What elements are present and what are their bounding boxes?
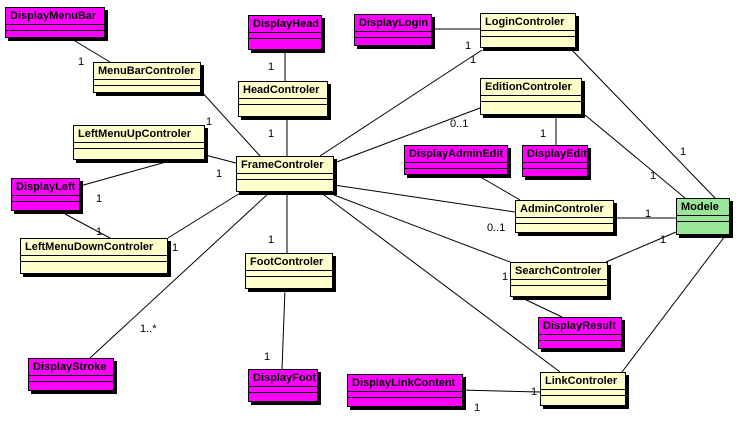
multiplicity-leftup-frame: 1 — [216, 168, 223, 180]
multiplicity-leftdown-display: 1 — [96, 193, 103, 205]
class-name: LeftMenuUpControler — [78, 128, 192, 140]
link-displaylinkcontent-linkcontroler — [459, 389, 541, 393]
link-editioncontroler-framecontroler — [333, 107, 481, 164]
link-logincontroler-modele — [569, 47, 716, 199]
class-name: FrameControler — [241, 159, 324, 171]
class-name: DisplayAdminEdit — [409, 148, 504, 160]
class-name: SearchControler — [515, 265, 602, 277]
link-menubarcontroler-framecontroler — [199, 89, 261, 157]
class-display-login[interactable]: DisplayLogin — [354, 14, 432, 46]
class-display-foot[interactable]: DisplayFoot — [248, 369, 318, 402]
class-frame-controler[interactable]: FrameControler — [236, 156, 334, 192]
class-display-edit[interactable]: DisplayEdit — [522, 145, 588, 177]
class-display-link-content[interactable]: DisplayLinkContent — [347, 374, 463, 407]
class-name: LeftMenuDownControler — [25, 241, 154, 253]
link-editioncontroler-modele — [584, 114, 686, 199]
class-name: DisplayHead — [253, 18, 320, 30]
class-left-menu-down-controler[interactable]: LeftMenuDownControler — [20, 238, 168, 274]
class-name: DisplayStroke — [33, 361, 107, 373]
multiplicity-admin-frame: 0..1 — [487, 222, 506, 234]
class-display-result[interactable]: DisplayResult — [538, 317, 622, 349]
link-displayleft-leftmenudowncontroler — [64, 213, 111, 239]
multiplicity-foot-display: 1 — [264, 351, 271, 363]
class-display-head[interactable]: DisplayHead — [248, 15, 322, 50]
multiplicity-link-self: 1 — [531, 386, 538, 398]
multiplicity-head-display: 1 — [268, 61, 275, 73]
class-left-menu-up-controler[interactable]: LeftMenuUpControler — [73, 125, 205, 160]
multiplicity-search-modele: 1 — [660, 234, 667, 246]
class-name: DisplayFoot — [253, 372, 316, 384]
link-framecontroler-linkcontroler — [319, 191, 561, 373]
class-name: MenuBarControler — [98, 65, 195, 77]
class-name: DisplayResult — [543, 320, 616, 332]
class-name: DisplayEdit — [527, 148, 587, 160]
link-framecontroler-displaystroke — [89, 191, 271, 359]
class-name: EditionControler — [485, 81, 572, 93]
link-leftmenuupcontroler-framecontroler — [204, 154, 237, 164]
class-search-controler[interactable]: SearchControler — [510, 262, 608, 297]
class-name: HeadControler — [243, 84, 320, 96]
multiplicity-head-frame: 1 — [268, 128, 275, 140]
multiplicity-link-content: 1 — [474, 402, 481, 414]
class-name: AdminControler — [520, 203, 604, 215]
link-searchcontroler-displayresult — [519, 296, 563, 318]
link-framecontroler-admincontroler — [333, 184, 516, 213]
class-display-admin-edit[interactable]: DisplayAdminEdit — [404, 145, 508, 175]
multiplicity-foot-frame: 1 — [268, 234, 275, 246]
class-display-menu-bar[interactable]: DisplayMenuBar — [5, 7, 105, 38]
multiplicity-login-frame: 1 — [470, 54, 477, 66]
class-login-controler[interactable]: LoginControler — [480, 13, 576, 48]
class-name: Modele — [681, 201, 719, 213]
multiplicity-edition-display: 1 — [540, 128, 547, 140]
multiplicity-leftdown-displayleft: 1 — [96, 226, 103, 238]
class-link-controler[interactable]: LinkControler — [540, 372, 626, 406]
multiplicity-menubar-frame: 1 — [206, 116, 213, 128]
class-edition-controler[interactable]: EditionControler — [480, 78, 582, 115]
link-framecontroler-searchcontroler — [333, 194, 511, 263]
multiplicity-edition-frame: 0..1 — [450, 118, 469, 130]
link-logincontroler-framecontroler — [319, 49, 483, 157]
class-name: LoginControler — [485, 16, 565, 28]
multiplicity-modele-edition: 1 — [650, 170, 657, 182]
multiplicity-admin-modele: 1 — [645, 208, 652, 220]
class-name: DisplayLeft — [16, 181, 76, 193]
class-display-stroke[interactable]: DisplayStroke — [28, 358, 114, 391]
link-leftmenuupcontroler-displayleft — [79, 159, 174, 187]
link-displayadminedit-admincontroler — [476, 174, 521, 201]
multiplicity-menubar-display: 1 — [78, 56, 85, 68]
multiplicity-search-frame: 1 — [502, 271, 509, 283]
class-name: FootControler — [250, 256, 324, 268]
link-footcontroler-displayfoot — [281, 288, 286, 370]
multiplicity-stroke-frame: 1..* — [140, 323, 157, 335]
link-searchcontroler-modele — [605, 231, 677, 263]
class-modele[interactable]: Modele — [676, 198, 730, 235]
multiplicity-leftdown-frame: 1 — [172, 242, 179, 254]
class-display-left[interactable]: DisplayLeft — [11, 178, 80, 211]
multiplicity-login-display: 1 — [465, 40, 472, 52]
class-name: DisplayLinkContent — [352, 377, 456, 389]
link-displaymenubar-menubarcontroler — [69, 37, 111, 63]
link-linkcontroler-modele — [621, 235, 726, 373]
class-head-controler[interactable]: HeadControler — [238, 81, 328, 117]
class-name: DisplayLogin — [359, 17, 429, 29]
multiplicity-edition-modele: 1 — [680, 146, 687, 158]
class-name: LinkControler — [545, 375, 618, 387]
class-menu-bar-controler[interactable]: MenuBarControler — [93, 62, 201, 93]
class-name: DisplayMenuBar — [10, 10, 97, 22]
class-admin-controler[interactable]: AdminControler — [515, 200, 614, 233]
link-leftmenudowncontroler-framecontroler — [167, 189, 246, 239]
class-foot-controler[interactable]: FootControler — [245, 253, 333, 289]
